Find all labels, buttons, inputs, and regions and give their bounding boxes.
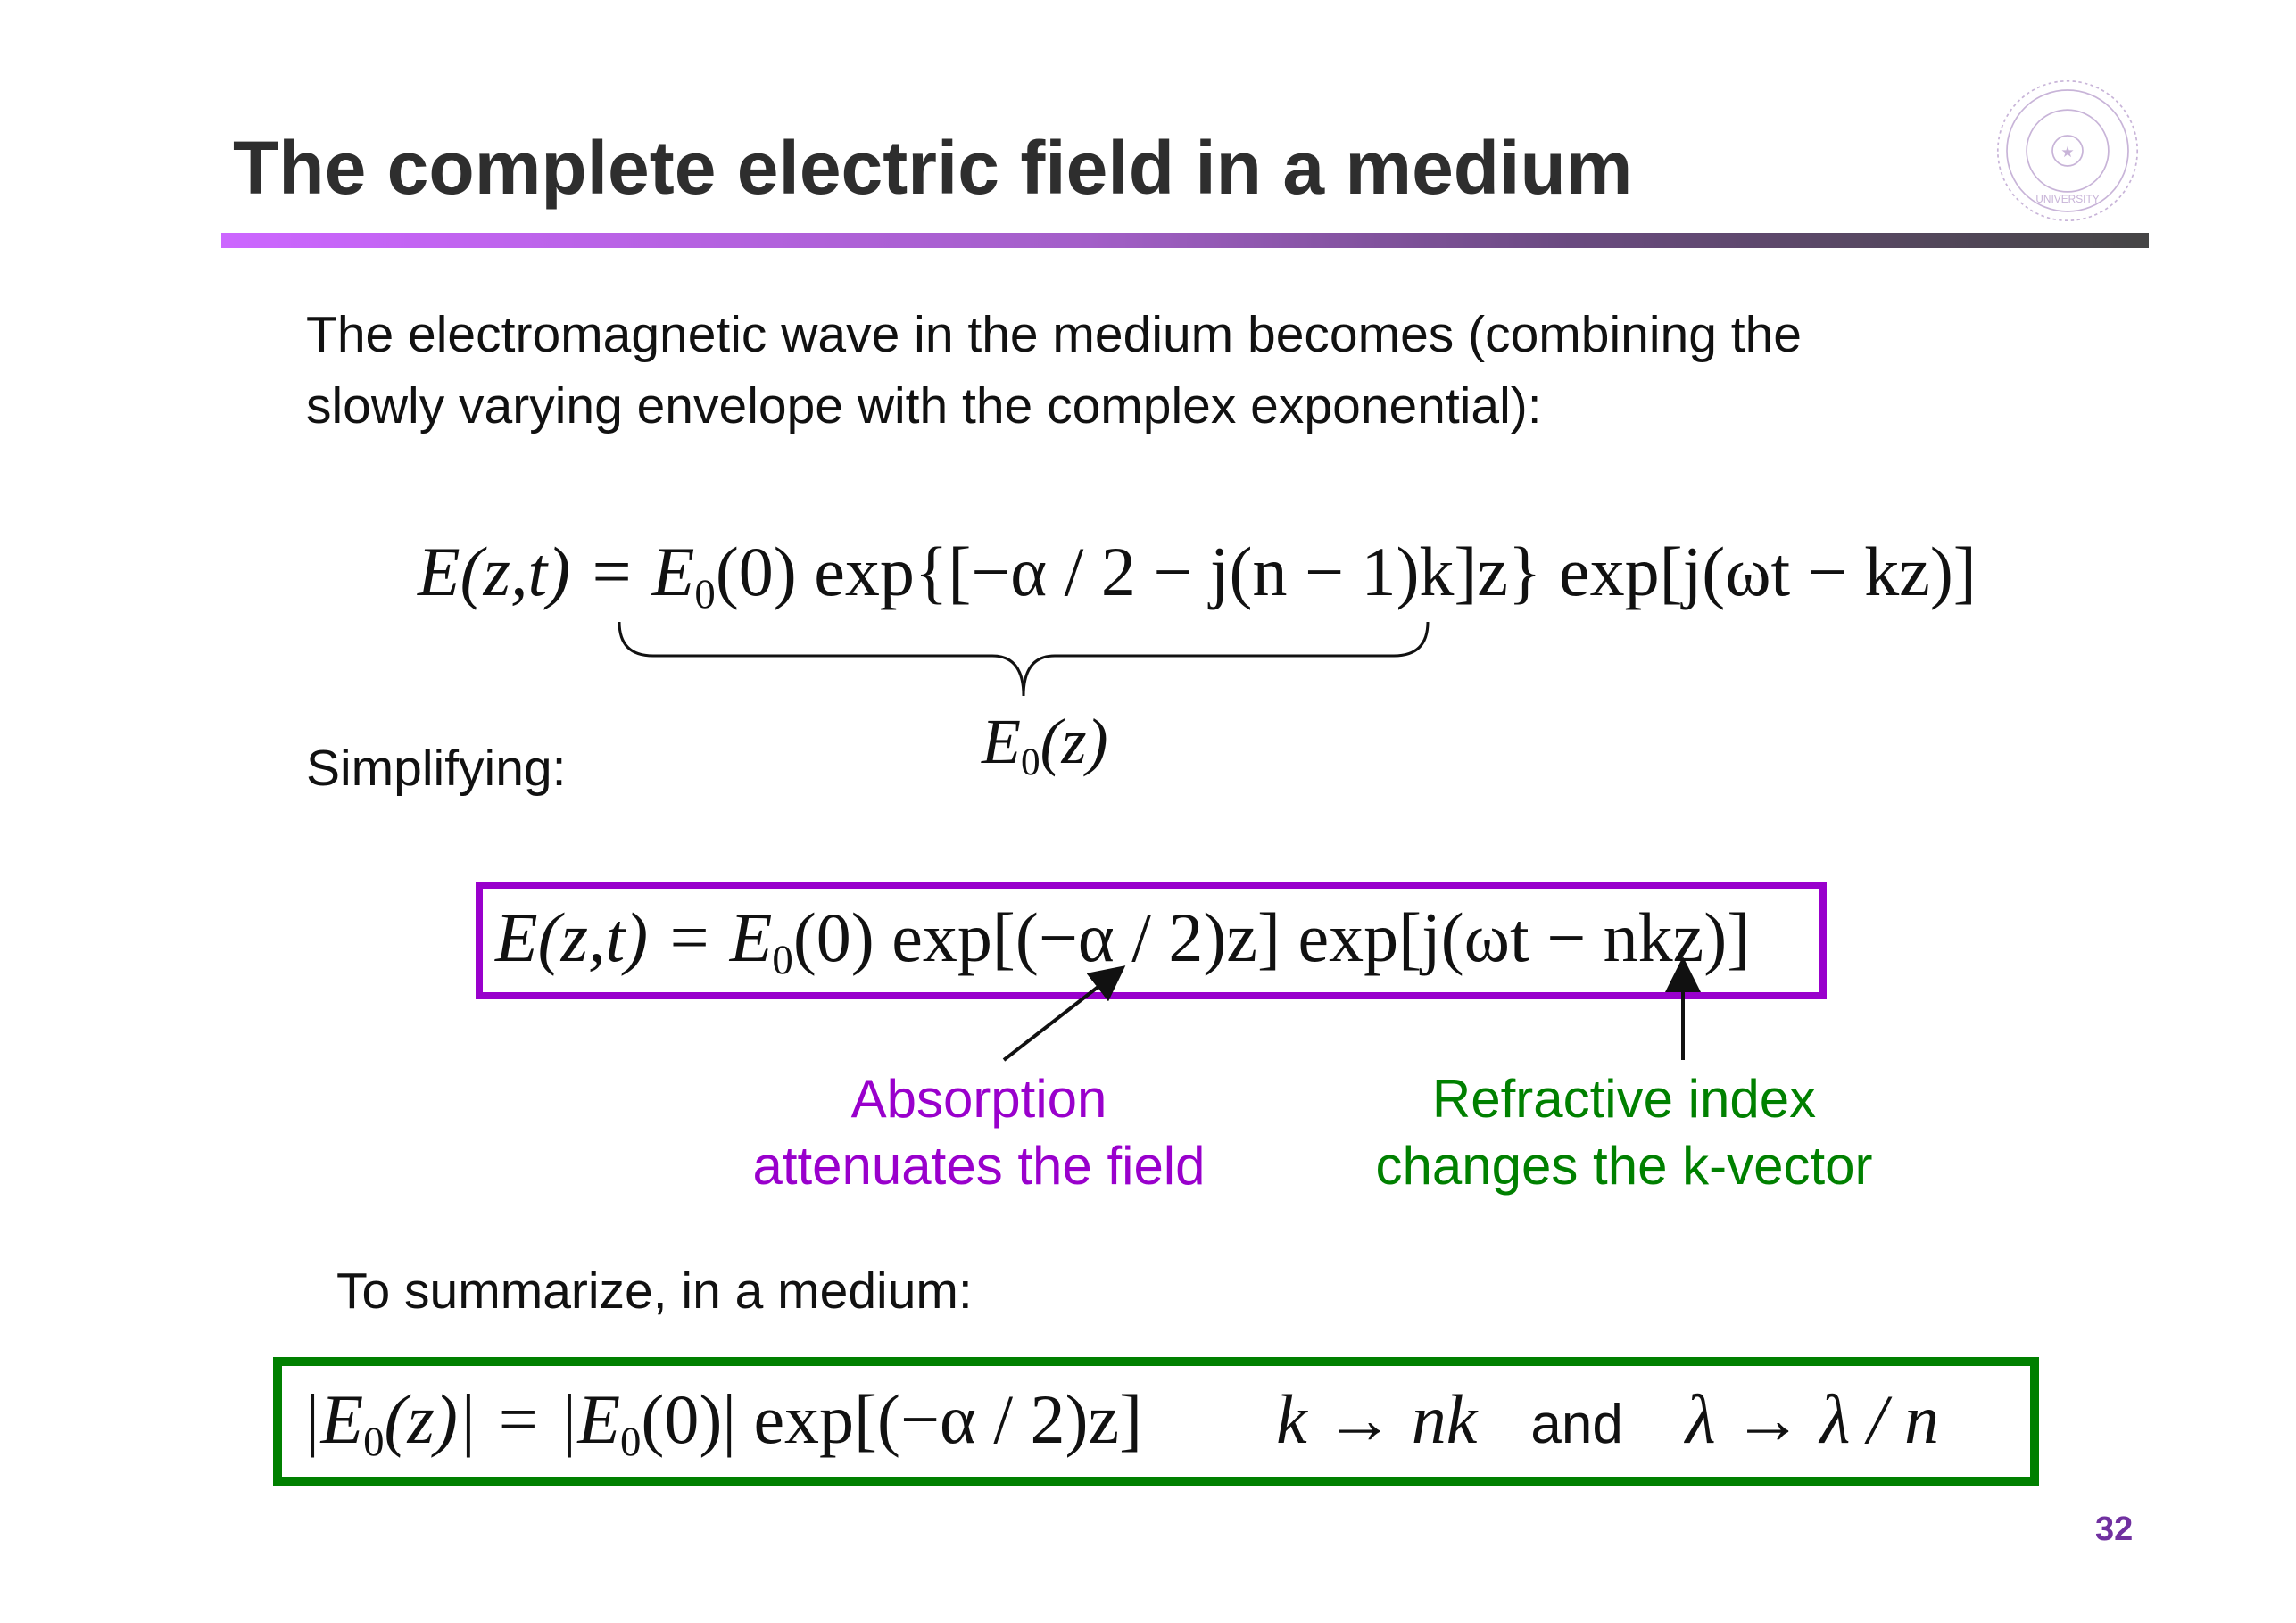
eq2-e0: E [729,898,773,976]
eq3-k-relation: k → nk [1276,1380,1478,1458]
eq1-e0: E [651,533,695,610]
title-underline-bar [221,233,2149,248]
summary-equation-box [273,1357,2039,1486]
equation-simplified: E(z,t) = E0(0) exp[(−α / 2)z] exp[j(ωt −… [495,898,1750,984]
brace-label-sub: 0 [1020,741,1040,783]
refractive-note: Refractive index changes the k-vector [1312,1065,1936,1199]
eq2-sub: 0 [772,937,793,984]
simplifying-label: Simplifying: [306,740,567,797]
svg-text:UNIVERSITY: UNIVERSITY [2035,193,2099,205]
absorption-note-line2: attenuates the field [752,1136,1206,1196]
slide-title: The complete electric field in a medium [233,126,1633,210]
eq2-lhs: E(z,t) = [495,898,730,976]
underbrace [618,621,1430,697]
eq2-rest: (0) exp[(−α / 2)z] exp[j(ωt − nkz)] [792,898,1751,976]
svg-text:★: ★ [2060,144,2074,161]
brace-label-e: E [982,706,1021,777]
eq1-rest: (0) exp{[−α / 2 − j(n − 1)k]z} exp[j(ωt … [715,533,1977,610]
summary-intro: To summarize, in a medium: [336,1263,973,1320]
absorption-note-line1: Absorption [850,1069,1107,1129]
eq3-sub2: 0 [619,1419,642,1466]
refractive-note-line1: Refractive index [1431,1069,1817,1129]
brace-label-e0z: E0(z) [982,705,1108,784]
eq1-lhs: E(z,t) = [418,533,652,610]
eq3-part3: (0)| exp[(−α / 2)z] [641,1380,1143,1458]
refractive-note-line2: changes the k-vector [1375,1136,1873,1196]
absorption-note: Absorption attenuates the field [711,1065,1247,1199]
eq3-sub1: 0 [363,1419,385,1466]
page-number: 32 [2095,1511,2134,1548]
eq3-part1: |E [302,1380,364,1458]
brace-label-arg: (z) [1040,706,1108,777]
intro-line-1: The electromagnetic wave in the medium b… [306,306,1802,363]
simplified-equation-box [476,882,1827,999]
eq3-part2: (z)| = |E [384,1380,620,1458]
equation-field-general: E(z,t) = E0(0) exp{[−α / 2 − j(n − 1)k]z… [418,532,1977,618]
eq3-and: and [1530,1394,1623,1455]
eq3-lambda-relation: λ → λ / n [1685,1380,1940,1458]
university-seal-logo: ★ UNIVERSITY [1996,79,2139,222]
intro-line-2: slowly varying envelope with the complex… [306,377,1542,435]
eq1-sub: 0 [694,571,716,618]
